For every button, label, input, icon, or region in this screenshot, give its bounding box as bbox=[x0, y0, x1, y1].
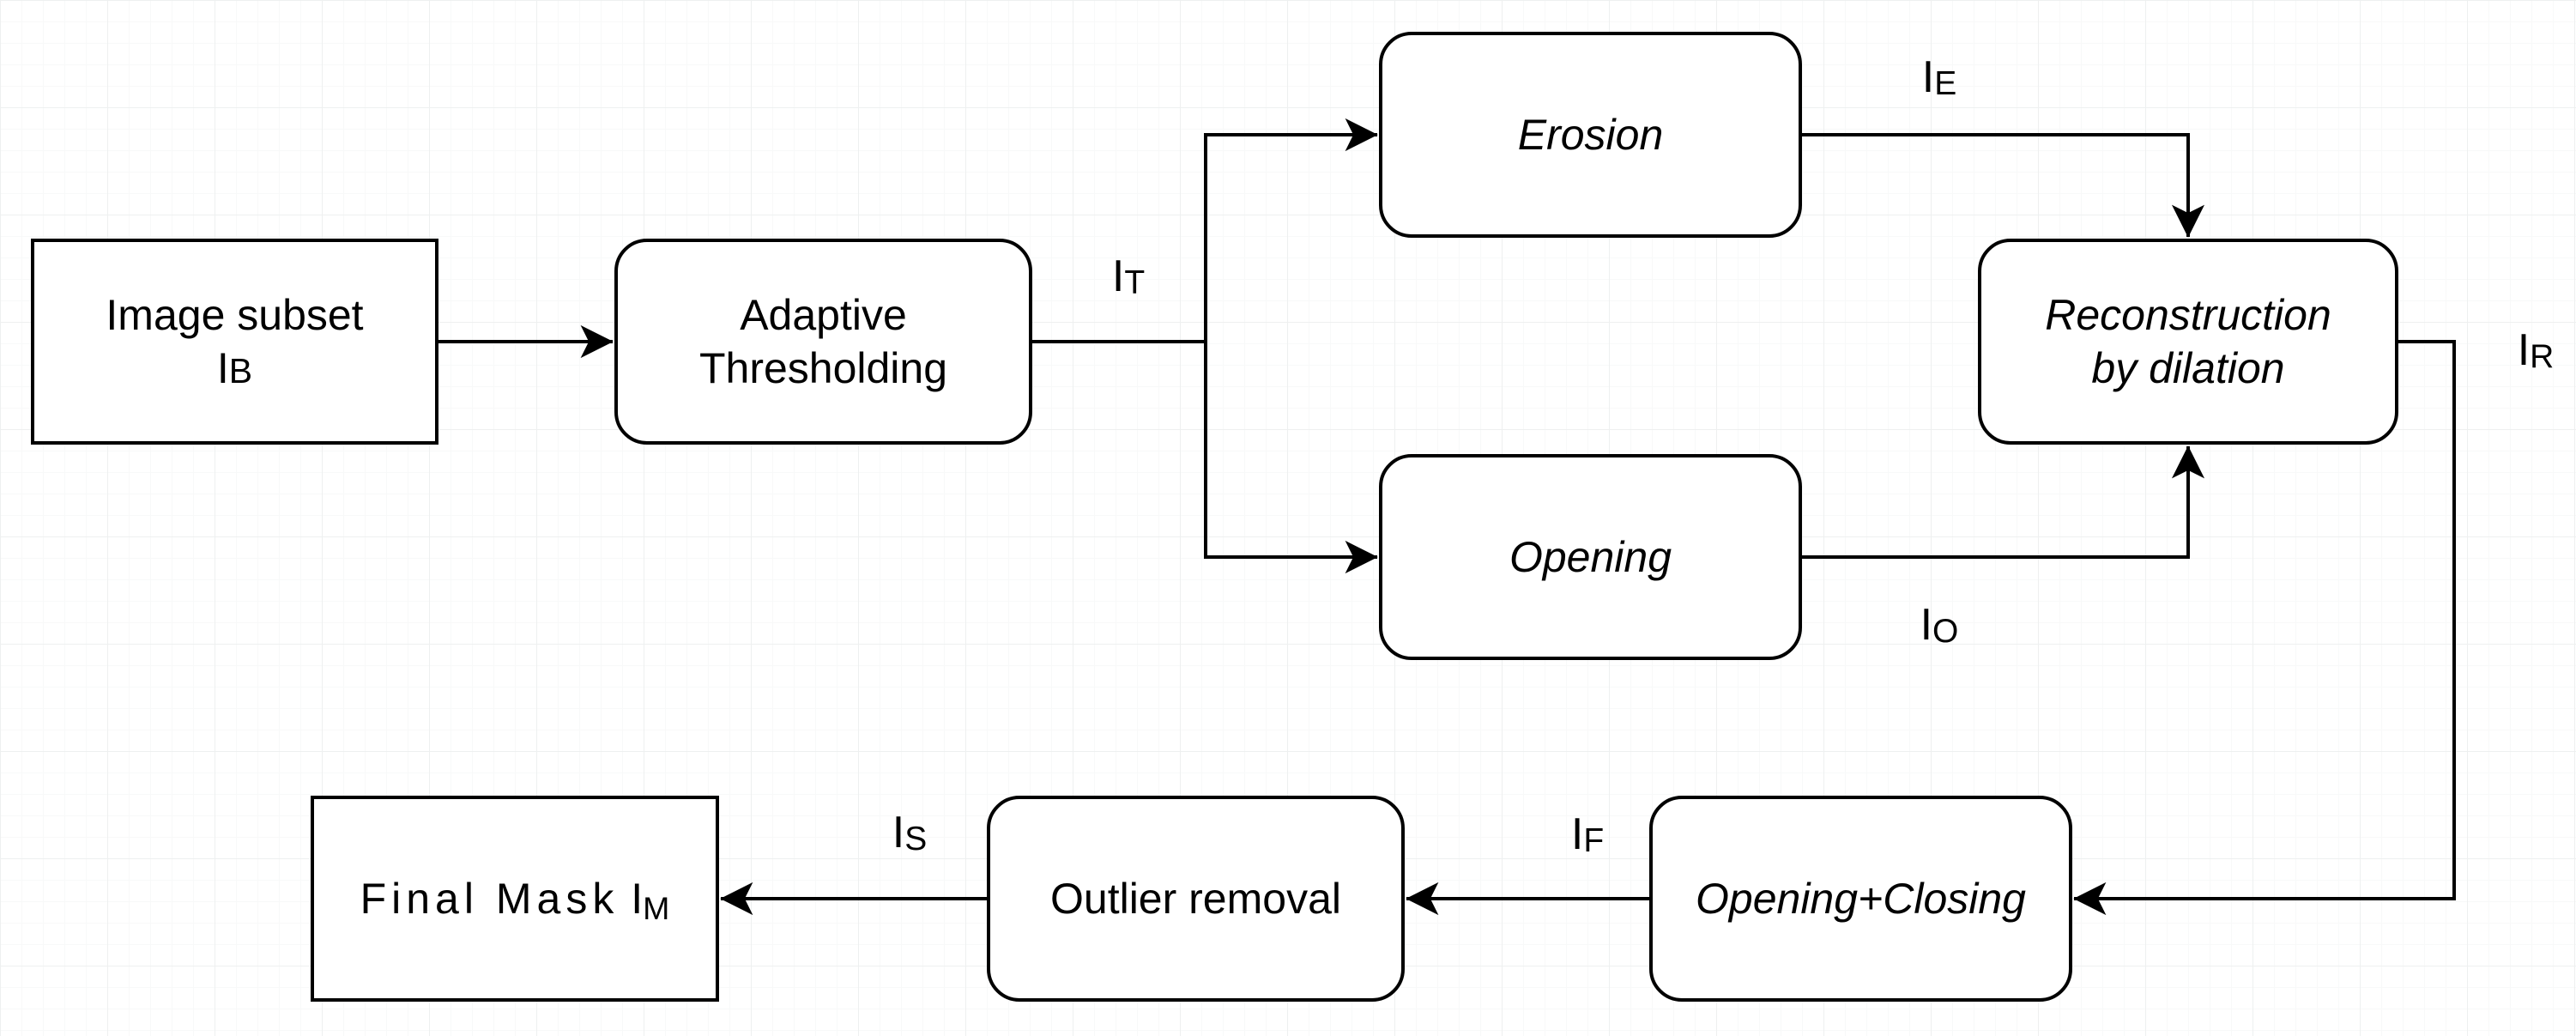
edge-label-is-sub: S bbox=[904, 820, 928, 857]
node-adaptive-thresholding-label: Adaptive Thresholding bbox=[682, 288, 964, 395]
node-opening-closing: Opening+Closing bbox=[1649, 796, 2072, 1002]
node-outlier-removal-label: Outlier removal bbox=[1050, 875, 1341, 923]
node-image-subset-label: Image subset IB bbox=[88, 288, 380, 395]
node-final-mask: Final Mask IM bbox=[311, 796, 719, 1002]
node-final-mask-symbol-sub: M bbox=[643, 889, 670, 926]
edge-label-it-sub: T bbox=[1124, 264, 1146, 301]
node-adaptive-thresholding: Adaptive Thresholding bbox=[614, 239, 1032, 445]
edge-label-ie-base: I bbox=[1921, 52, 1935, 102]
node-final-mask-label: Final Mask IM bbox=[343, 872, 687, 926]
edge-label-it-base: I bbox=[1111, 251, 1125, 301]
node-image-subset-symbol-sub: B bbox=[228, 351, 253, 391]
edge-label-io-sub: O bbox=[1932, 612, 1959, 650]
connector-erosion-to-reconstruction bbox=[1802, 133, 2205, 238]
edge-label-is-base: I bbox=[892, 808, 905, 857]
node-image-subset-line1: Image subset bbox=[106, 291, 364, 339]
node-opening-closing-label: Opening+Closing bbox=[1696, 875, 2026, 923]
connector-reconstruction-to-opening-closing bbox=[2073, 340, 2456, 916]
node-reconstruction-by-dilation-label: Reconstruction by dilation bbox=[2028, 288, 2349, 395]
node-adaptive-thresholding-line2: Thresholding bbox=[698, 344, 948, 392]
node-reconstruction-by-dilation: Reconstruction by dilation bbox=[1978, 239, 2398, 445]
node-erosion: Erosion bbox=[1379, 32, 1802, 238]
edge-label-ir-base: I bbox=[2517, 325, 2531, 375]
connector-split-to-opening bbox=[1204, 342, 1378, 574]
node-reconstruction-line2: by dilation bbox=[2091, 344, 2285, 392]
node-final-mask-symbol: I bbox=[631, 875, 644, 923]
node-final-mask-text: Final Mask bbox=[360, 875, 620, 923]
node-erosion-label: Erosion bbox=[1517, 111, 1664, 159]
node-reconstruction-line1: Reconstruction bbox=[2045, 291, 2331, 339]
node-image-subset-symbol: I bbox=[216, 344, 229, 392]
edge-label-ir-sub: R bbox=[2530, 337, 2555, 375]
node-adaptive-thresholding-line1: Adaptive bbox=[740, 291, 907, 339]
node-opening: Opening bbox=[1379, 454, 1802, 660]
node-opening-label: Opening bbox=[1509, 533, 1672, 581]
node-image-subset: Image subset IB bbox=[31, 239, 438, 445]
connector-opening-to-reconstruction bbox=[1802, 445, 2205, 559]
connector-split-to-erosion bbox=[1204, 118, 1378, 342]
edge-label-io-base: I bbox=[1920, 600, 1933, 650]
edge-label-ie-sub: E bbox=[1934, 64, 1957, 102]
edge-label-if-base: I bbox=[1570, 809, 1584, 859]
node-outlier-removal: Outlier removal bbox=[987, 796, 1405, 1002]
edge-label-if-sub: F bbox=[1583, 821, 1605, 859]
